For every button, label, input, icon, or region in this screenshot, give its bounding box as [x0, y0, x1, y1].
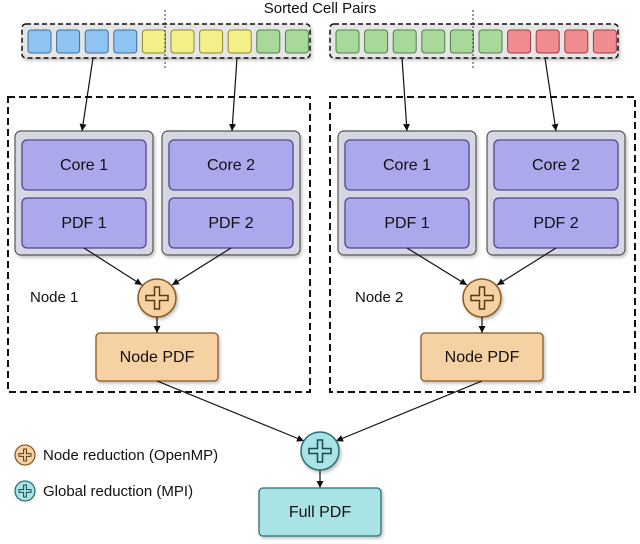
pdf-label: PDF 2 — [208, 215, 253, 232]
cell-green — [364, 29, 389, 54]
cell-red — [507, 29, 532, 54]
node-2-core-group-1: Core 1 PDF 1 — [337, 130, 477, 256]
cell-green — [335, 29, 360, 54]
cell-blue — [84, 29, 109, 54]
core-label: Core 2 — [207, 157, 255, 174]
cell-green — [421, 29, 446, 54]
node-1-core-group-2: Core 2 PDF 2 — [161, 130, 301, 256]
pdf-label: PDF 1 — [61, 215, 106, 232]
arrow — [171, 247, 232, 286]
node-1: Core 1 PDF 1 Core 2 PDF 2 Node 1 Node PD… — [7, 96, 311, 393]
diagram-title: Sorted Cell Pairs — [264, 0, 377, 17]
legend-global-reduction-icon — [14, 480, 36, 502]
cell-blue — [113, 29, 138, 54]
node-1-core-group-1: Core 1 PDF 1 — [14, 130, 154, 256]
cell-green — [284, 29, 309, 54]
legend-node-reduction-icon — [14, 444, 36, 466]
node-2-boundary — [329, 96, 636, 393]
arrow — [228, 57, 238, 132]
cell-red — [592, 29, 617, 54]
node-2: Core 1 PDF 1 Core 2 PDF 2 Node 2 Node PD… — [329, 96, 636, 393]
node-label: Node 1 — [30, 289, 78, 306]
cell-red — [564, 29, 589, 54]
cell-green — [449, 29, 474, 54]
core-box — [21, 139, 147, 191]
cell-green — [392, 29, 417, 54]
core-label: Core 1 — [60, 157, 108, 174]
core-box — [493, 139, 619, 191]
arrow — [83, 247, 143, 286]
node-pdf-label: Node PDF — [120, 349, 195, 366]
legend-node-reduction-label: Node reduction (OpenMP) — [43, 447, 218, 464]
node-label: Node 2 — [355, 289, 403, 306]
legend: Node reduction (OpenMP) Global reduction… — [14, 444, 218, 502]
cell-yellow — [141, 29, 166, 54]
pdf-label: PDF 1 — [384, 215, 429, 232]
node-reduction-icon — [137, 278, 177, 318]
arrow — [406, 247, 468, 286]
cell-bar-1 — [21, 10, 311, 68]
global-reduction-icon — [300, 431, 340, 471]
arrow — [401, 57, 411, 132]
pdf-label: PDF 2 — [533, 215, 578, 232]
node-1-boundary — [7, 96, 311, 393]
core-box — [168, 139, 294, 191]
full-pdf-label: Full PDF — [289, 504, 351, 521]
node-2-core-group-2: Core 2 PDF 2 — [486, 130, 626, 256]
arrows — [79, 57, 559, 488]
cell-red — [535, 29, 560, 54]
full-pdf-box — [258, 487, 382, 537]
legend-global-reduction-label: Global reduction (MPI) — [43, 483, 193, 500]
cell-yellow — [199, 29, 224, 54]
cell-green — [256, 29, 281, 54]
arrow — [156, 380, 305, 442]
node-reduction-icon — [462, 278, 502, 318]
arrow — [496, 247, 557, 286]
cell-green — [478, 29, 503, 54]
arrow — [79, 57, 94, 132]
core-label: Core 2 — [532, 157, 580, 174]
cell-blue — [56, 29, 81, 54]
node-pdf-label: Node PDF — [445, 349, 520, 366]
cell-blue — [27, 29, 52, 54]
cell-yellow — [170, 29, 195, 54]
core-box — [344, 139, 470, 191]
cell-bar-2 — [329, 10, 619, 68]
core-label: Core 1 — [383, 157, 431, 174]
arrow — [544, 57, 559, 132]
arrow — [335, 380, 483, 442]
cell-yellow — [227, 29, 252, 54]
